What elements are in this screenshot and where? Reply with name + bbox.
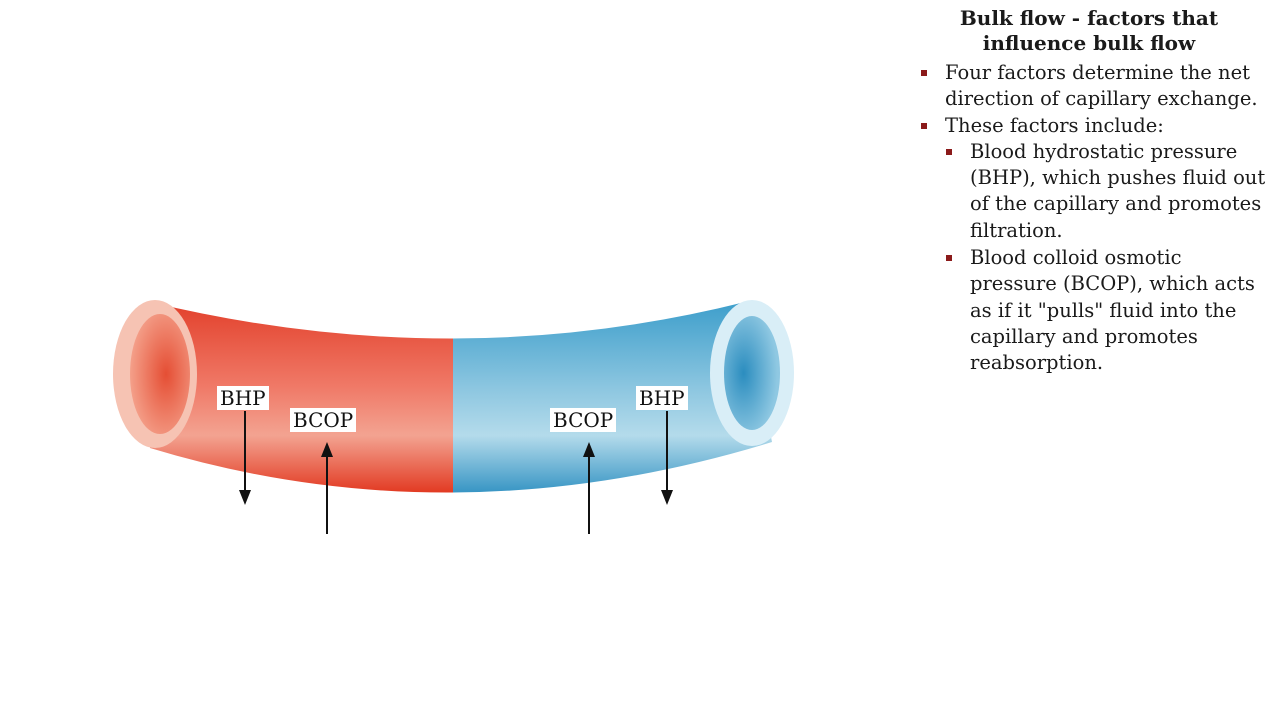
arrow-bhp-arterial-out (239, 411, 251, 505)
label-bcop-arterial: BCOP (290, 408, 357, 432)
venous-opening (710, 300, 794, 446)
capillary-diagram (113, 300, 794, 534)
sub-bullet-text: Blood colloid osmotic pressure (BCOP), w… (970, 246, 1255, 375)
sub-list-container: Blood hydrostatic pressure (BHP), which … (918, 139, 1270, 377)
square-bullet-icon (921, 122, 927, 129)
sub-bullet-list: Blood hydrostatic pressure (BHP), which … (918, 139, 1270, 377)
sub-bullet-text: Blood hydrostatic pressure (BHP), which … (970, 139, 1266, 242)
bullet-text: Four factors determine the net direction… (945, 61, 1258, 111)
bullet-text: These factors include: (945, 113, 1164, 137)
bullet-item: These factors include: (918, 113, 1270, 139)
square-bullet-icon (946, 255, 952, 262)
arrow-bcop-venous-in (583, 442, 595, 534)
sub-bullet-item: Blood hydrostatic pressure (BHP), which … (943, 139, 1270, 244)
arterial-opening (113, 300, 197, 448)
sub-bullet-item: Blood colloid osmotic pressure (BCOP), w… (943, 245, 1270, 376)
arrow-bcop-arterial-in (321, 442, 333, 534)
bullet-item: Four factors determine the net direction… (918, 60, 1270, 113)
label-bhp-arterial: BHP (217, 386, 269, 410)
arrow-bhp-venous-out (661, 411, 673, 505)
square-bullet-icon (946, 148, 952, 155)
square-bullet-icon (921, 70, 927, 76)
arterial-tube (150, 302, 453, 493)
slide-title-line: influence bulk flow (982, 31, 1196, 55)
slide-title-line: Bulk flow - factors that (959, 6, 1219, 30)
text-panel: Bulk flow - factors that influence bulk … (918, 6, 1270, 377)
venous-tube (453, 302, 772, 493)
label-bcop-venous: BCOP (550, 408, 617, 432)
label-bhp-venous: BHP (636, 386, 688, 410)
bullet-list: Four factors determine the net direction… (918, 60, 1270, 377)
slide-title: Bulk flow - factors that influence bulk … (918, 6, 1260, 56)
